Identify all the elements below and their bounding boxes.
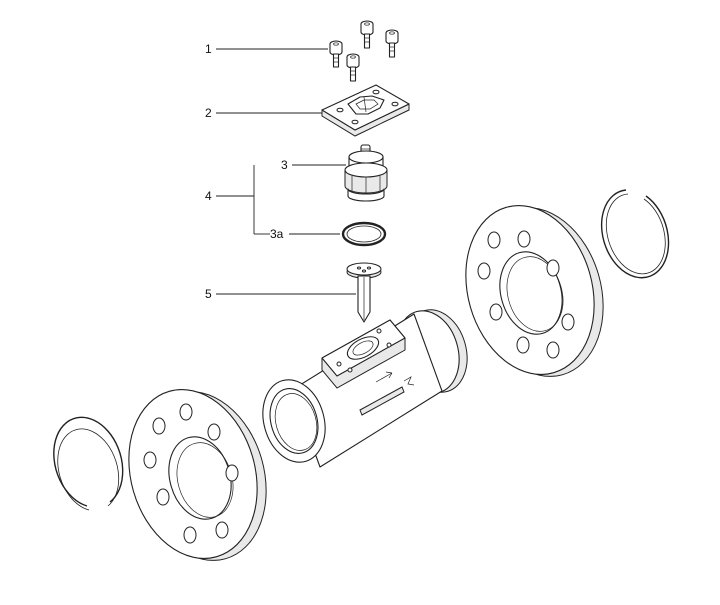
flange-left xyxy=(128,389,267,561)
pipe-body xyxy=(262,309,468,468)
brand-mark xyxy=(359,386,405,416)
flow-blade xyxy=(346,262,382,323)
sensor xyxy=(344,144,388,202)
flange-right xyxy=(465,205,604,377)
callout-label-4: 4 xyxy=(205,189,212,203)
callout-label-3: 3 xyxy=(281,158,288,172)
logo-icon xyxy=(403,376,415,386)
o-ring xyxy=(341,221,387,247)
leader-lines xyxy=(216,48,356,295)
screw xyxy=(360,20,374,49)
callout-label-3a: 3a xyxy=(270,227,284,241)
screw-set xyxy=(329,20,399,82)
callout-label-5: 5 xyxy=(205,287,212,301)
screw xyxy=(385,29,399,58)
callout-label-1: 1 xyxy=(205,42,212,56)
screw xyxy=(329,40,343,68)
callout-label-2: 2 xyxy=(205,106,212,120)
snap-ring-right xyxy=(600,189,670,279)
mounting-plate xyxy=(321,84,410,137)
flow-arrow-icon xyxy=(375,371,393,383)
snap-ring-left xyxy=(53,416,124,511)
screw xyxy=(346,53,360,82)
